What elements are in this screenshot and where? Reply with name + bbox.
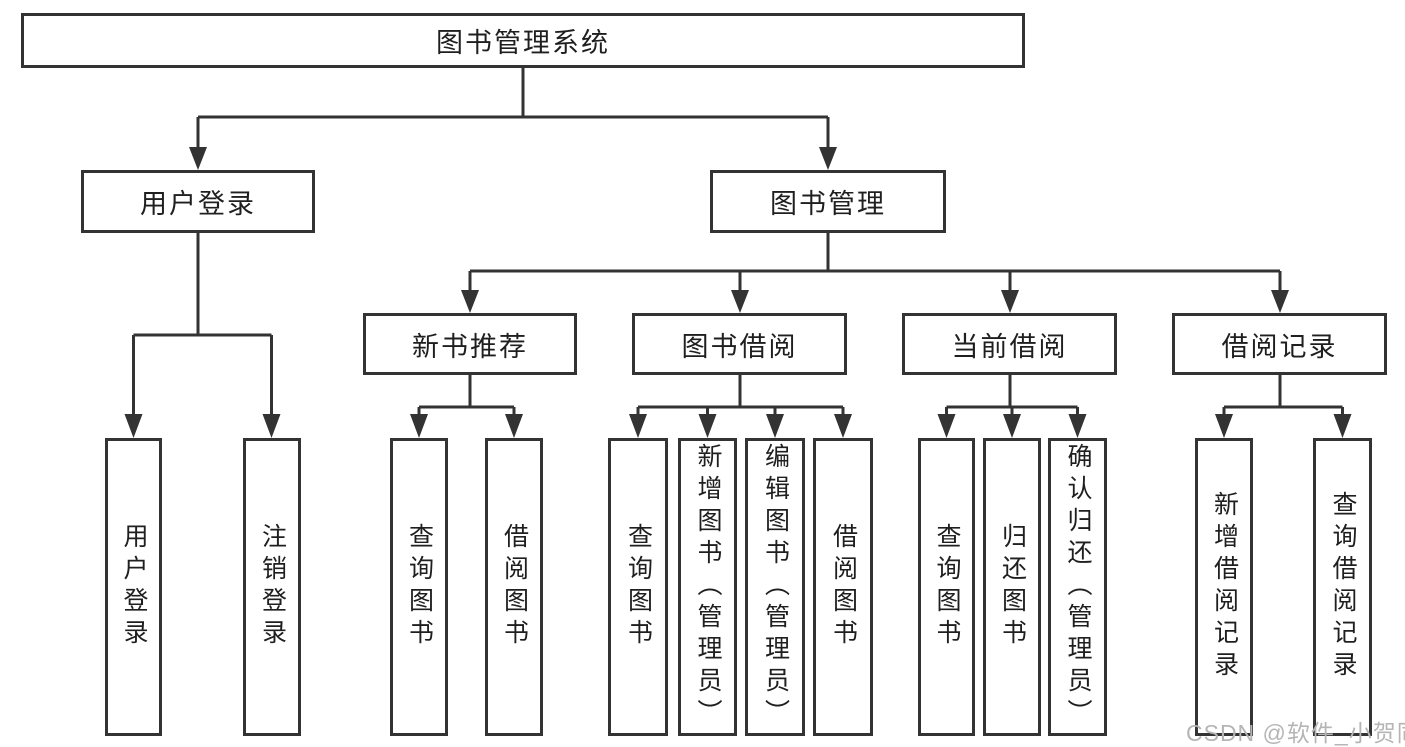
leaf-current-return-books: 归还图书 bbox=[983, 438, 1041, 736]
leaf-logout: 注销登录 bbox=[243, 438, 301, 736]
leaf-recommend-borrow-books-label: 借阅图书 bbox=[500, 523, 529, 651]
leaf-current-query-books: 查询图书 bbox=[918, 438, 975, 736]
leaf-user-login: 用户登录 bbox=[105, 438, 162, 736]
leaf-borrowing-query-books-label: 查询图书 bbox=[624, 523, 653, 651]
leaf-borrowing-borrow-books: 借阅图书 bbox=[813, 438, 873, 736]
leaf-current-return-books-label: 归还图书 bbox=[998, 523, 1027, 651]
watermark: CSDN @软件_小贺同学 bbox=[1186, 720, 1405, 746]
leaf-current-query-books-label: 查询图书 bbox=[933, 523, 961, 651]
node-book-borrowing: 图书借阅 bbox=[632, 313, 847, 375]
leaf-logout-label: 注销登录 bbox=[258, 523, 287, 651]
connector-paths bbox=[132, 68, 1344, 418]
node-current-borrowing-label: 当前借阅 bbox=[951, 331, 1068, 362]
leaf-records-query-record: 查询借阅记录 bbox=[1313, 438, 1372, 736]
node-root-label: 图书管理系统 bbox=[436, 28, 610, 58]
node-user-login-label: 用户登录 bbox=[140, 189, 256, 219]
leaf-current-confirm-return-admin-label: 确认归还（管理员） bbox=[1064, 443, 1092, 731]
leaf-recommend-query-books: 查询图书 bbox=[390, 438, 448, 736]
node-book-borrowing-label: 图书借阅 bbox=[681, 331, 798, 362]
arrow-heads bbox=[124, 147, 1352, 438]
node-new-book-recommendation: 新书推荐 bbox=[363, 313, 577, 375]
node-book-management: 图书管理 bbox=[710, 170, 946, 233]
leaf-borrowing-add-book-admin-label: 新增图书（管理员） bbox=[694, 443, 722, 731]
leaf-records-add-record-label: 新增借阅记录 bbox=[1210, 491, 1239, 683]
leaf-borrowing-query-books: 查询图书 bbox=[608, 438, 668, 736]
leaf-borrowing-edit-book-admin: 编辑图书（管理员） bbox=[745, 438, 805, 736]
leaf-records-query-record-label: 查询借阅记录 bbox=[1329, 491, 1357, 683]
leaf-borrowing-edit-book-admin-label: 编辑图书（管理员） bbox=[761, 443, 790, 731]
node-borrowing-records: 借阅记录 bbox=[1172, 313, 1387, 375]
leaf-current-confirm-return-admin: 确认归还（管理员） bbox=[1048, 438, 1107, 736]
leaf-recommend-query-books-label: 查询图书 bbox=[405, 523, 434, 651]
node-new-book-recommendation-label: 新书推荐 bbox=[412, 331, 528, 362]
leaf-borrowing-add-book-admin: 新增图书（管理员） bbox=[678, 438, 737, 736]
node-user-login: 用户登录 bbox=[81, 170, 315, 233]
node-root: 图书管理系统 bbox=[21, 13, 1025, 68]
node-borrowing-records-label: 借阅记录 bbox=[1221, 331, 1338, 362]
leaf-user-login-label: 用户登录 bbox=[120, 523, 148, 651]
node-current-borrowing: 当前借阅 bbox=[902, 313, 1117, 375]
leaf-recommend-borrow-books: 借阅图书 bbox=[485, 438, 543, 736]
leaf-records-add-record: 新增借阅记录 bbox=[1195, 438, 1253, 736]
node-book-management-label: 图书管理 bbox=[770, 189, 886, 219]
leaf-borrowing-borrow-books-label: 借阅图书 bbox=[829, 523, 858, 651]
